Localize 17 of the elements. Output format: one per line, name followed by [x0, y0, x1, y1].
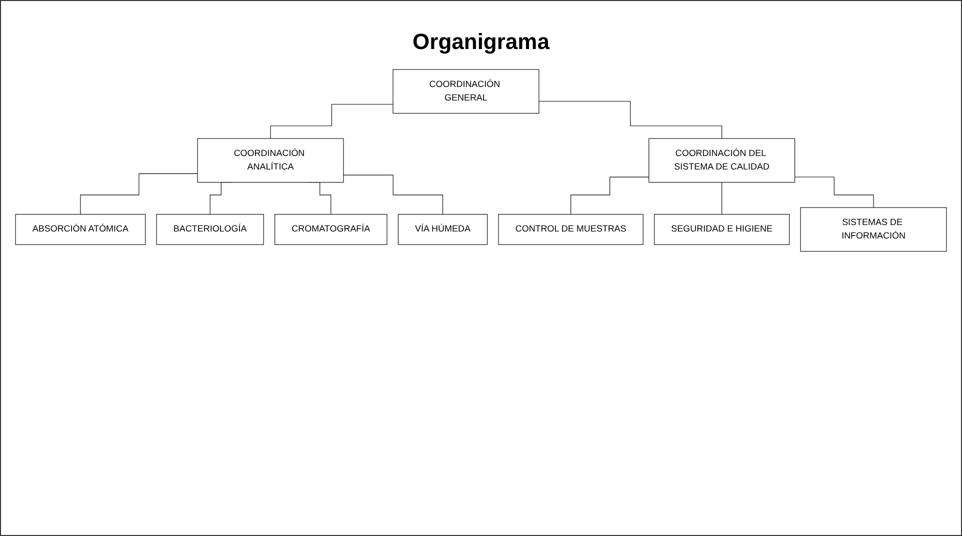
- connector: [570, 176, 650, 215]
- node-box: COORDINACIÓN DEL SISTEMA DE CALIDAD: [648, 138, 796, 183]
- node-box: SEGURIDAD E HIGIENE: [654, 214, 790, 245]
- connector: [270, 104, 394, 139]
- node-box: CROMATOGRAFÍA: [274, 214, 388, 245]
- connector: [794, 176, 874, 208]
- node-box: COORDINACIÓN ANALÍTICA: [197, 138, 344, 183]
- node-box: VÍA HÚMEDA: [398, 214, 488, 245]
- node-box: BACTERIOLOGÍA: [156, 214, 264, 245]
- connector: [343, 174, 444, 215]
- node-box: SISTEMAS DE INFORMACIÓN: [800, 207, 947, 252]
- node-box: ABSORCIÓN ATÓMICA: [15, 214, 146, 245]
- connector: [80, 173, 198, 215]
- diagram-title: Organigrama: [412, 29, 550, 55]
- connector: [538, 100, 722, 139]
- node-box: CONTROL DE MUESTRAS: [498, 214, 644, 245]
- node-box: COORDINACIÓN GENERAL: [392, 69, 540, 114]
